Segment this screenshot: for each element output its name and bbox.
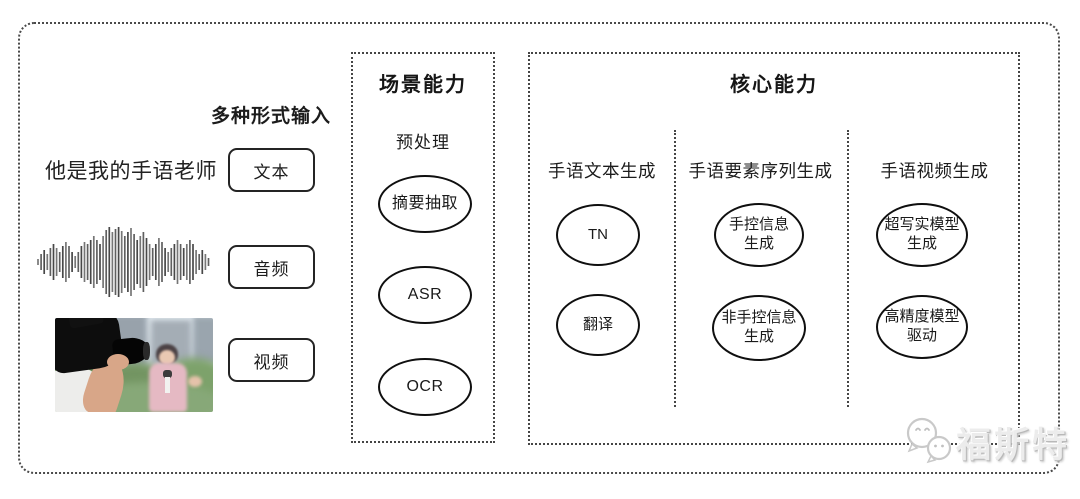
core-box-title: 核心能力: [730, 74, 818, 96]
node-summary-extraction: 摘要抽取: [378, 175, 472, 233]
node-translation: 翻译: [556, 294, 640, 356]
input-box-label: 文本: [253, 162, 290, 182]
node-non-manual-info-generation: 非手控信息 生成: [712, 295, 806, 361]
column-header-text-generation: 手语文本生成: [548, 161, 656, 181]
reporter-face: [159, 350, 175, 365]
node-hyperrealistic-model-generation: 超写实模型 生成: [876, 203, 968, 267]
column-divider: [674, 130, 676, 407]
core-capability-box: 核心能力 手语文本生成 手语要素序列生成 手语视频生成 TN 翻译 手控信息 生…: [528, 52, 1020, 445]
node-ocr: OCR: [378, 358, 472, 416]
camera-lens-icon: [143, 342, 150, 360]
watermark-text: 福斯特: [956, 425, 1071, 465]
input-box-label: 音频: [253, 259, 290, 279]
scene-capability-box: 场景能力 预处理 摘要抽取 ASR OCR: [351, 52, 495, 443]
column-header-element-sequence-generation: 手语要素序列生成: [688, 161, 833, 181]
background-building: [193, 318, 213, 364]
input-box-video: 视频: [228, 338, 315, 382]
node-high-precision-model-driving: 高精度模型 驱动: [876, 295, 968, 359]
column-divider: [847, 130, 849, 407]
scene-box-title: 场景能力: [379, 74, 467, 96]
microphone-icon: [165, 377, 170, 393]
chat-bubbles-icon: [906, 417, 952, 464]
input-box-audio: 音频: [228, 245, 315, 289]
audio-waveform-icon: [37, 227, 210, 297]
input-section-title: 多种形式输入: [210, 106, 331, 127]
watermark: 福斯特: [900, 416, 1070, 468]
input-box-text: 文本: [228, 148, 315, 192]
node-asr: ASR: [378, 266, 472, 324]
preprocess-label: 预处理: [396, 133, 450, 152]
node-tn: TN: [556, 204, 640, 266]
outer-dotted-border: [18, 22, 1060, 474]
input-box-label: 视频: [253, 352, 290, 372]
microphone-icon: [163, 370, 172, 378]
column-header-video-generation: 手语视频生成: [880, 161, 989, 181]
video-thumbnail: [55, 318, 213, 412]
node-manual-info-generation: 手控信息 生成: [714, 203, 804, 267]
sample-sentence-text: 他是我的手语老师: [45, 160, 217, 183]
cameraman-hand: [107, 354, 129, 370]
reporter-hand: [188, 376, 202, 387]
